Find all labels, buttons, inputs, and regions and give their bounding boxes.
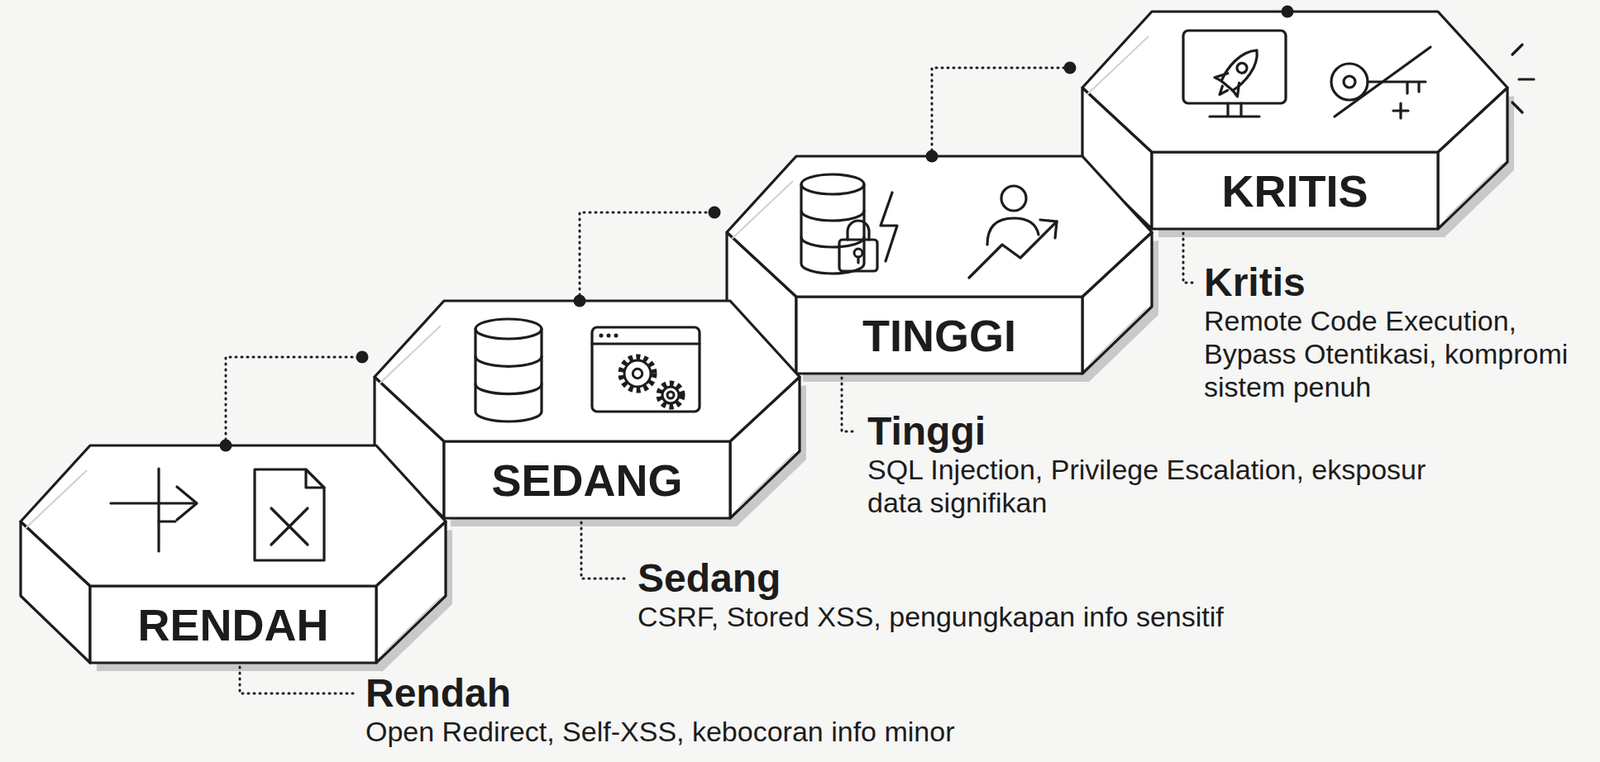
dotted-connector [225, 357, 363, 446]
severity-examples: CSRF, Stored XSS, pengungkapan info sens… [637, 600, 1382, 634]
severity-heading: Kritis [1203, 261, 1585, 305]
step-description: RendahOpen Redirect, Self-XSS, kebocoran… [365, 672, 1110, 749]
front-face: TINGGI [796, 296, 1083, 374]
connector-dot [1064, 62, 1077, 75]
connector-dot [356, 351, 369, 364]
step-label: SEDANG [491, 455, 683, 506]
severity-examples: Open Redirect, Self-XSS, kebocoran info … [365, 715, 1110, 749]
severity-examples: Remote Code Execution, Bypass Otentikasi… [1203, 304, 1585, 404]
dotted-connector [579, 212, 715, 301]
severity-step: TINGGITinggiSQL Injection, Privilege Esc… [726, 156, 1152, 374]
severity-step: SEDANGSedangCSRF, Stored XSS, pengungkap… [374, 300, 800, 519]
severity-heading: Sedang [637, 557, 1382, 601]
dotted-connector [931, 67, 1070, 157]
step-description: TinggiSQL Injection, Privilege Escalatio… [867, 410, 1430, 520]
front-face: SEDANG [444, 441, 731, 519]
step-description: KritisRemote Code Execution, Bypass Oten… [1203, 261, 1585, 404]
step-label: TINGGI [862, 310, 1017, 361]
front-face: KRITIS [1151, 152, 1438, 230]
severity-heading: Rendah [365, 672, 1110, 716]
severity-step: KRITISKritisRemote Code Execution, Bypas… [1082, 11, 1508, 230]
step-label: RENDAH [137, 600, 329, 650]
severity-examples: SQL Injection, Privilege Escalation, eks… [867, 453, 1430, 520]
severity-heading: Tinggi [867, 410, 1430, 454]
front-face: RENDAH [90, 586, 377, 664]
step-description: SedangCSRF, Stored XSS, pengungkapan inf… [637, 557, 1382, 634]
severity-step: RENDAHRendahOpen Redirect, Self-XSS, keb… [20, 445, 446, 664]
step-label: KRITIS [1221, 166, 1368, 216]
connector-dot [708, 206, 722, 220]
